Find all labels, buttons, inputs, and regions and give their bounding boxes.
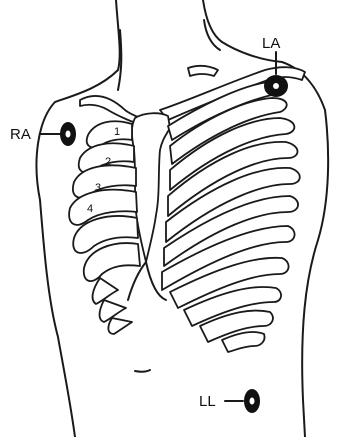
la-electrode-snap	[273, 83, 279, 89]
rib-number-3: 3	[95, 182, 101, 194]
ra-label: RA	[10, 126, 31, 143]
ll-label: LL	[199, 393, 216, 410]
rib-number-2: 2	[105, 156, 111, 168]
electrode-ll: LL	[199, 389, 260, 413]
rib-number-1: 1	[114, 126, 120, 138]
sternum	[132, 113, 170, 262]
la-label: LA	[262, 35, 280, 52]
ra-electrode-snap	[66, 131, 71, 138]
right-rib-cage	[69, 121, 140, 334]
ll-electrode-snap	[250, 398, 255, 405]
costal-margin	[128, 262, 166, 300]
rib-number-4: 4	[87, 203, 93, 215]
left-rib-cage	[162, 82, 300, 352]
electrode-la: LA	[262, 35, 288, 97]
